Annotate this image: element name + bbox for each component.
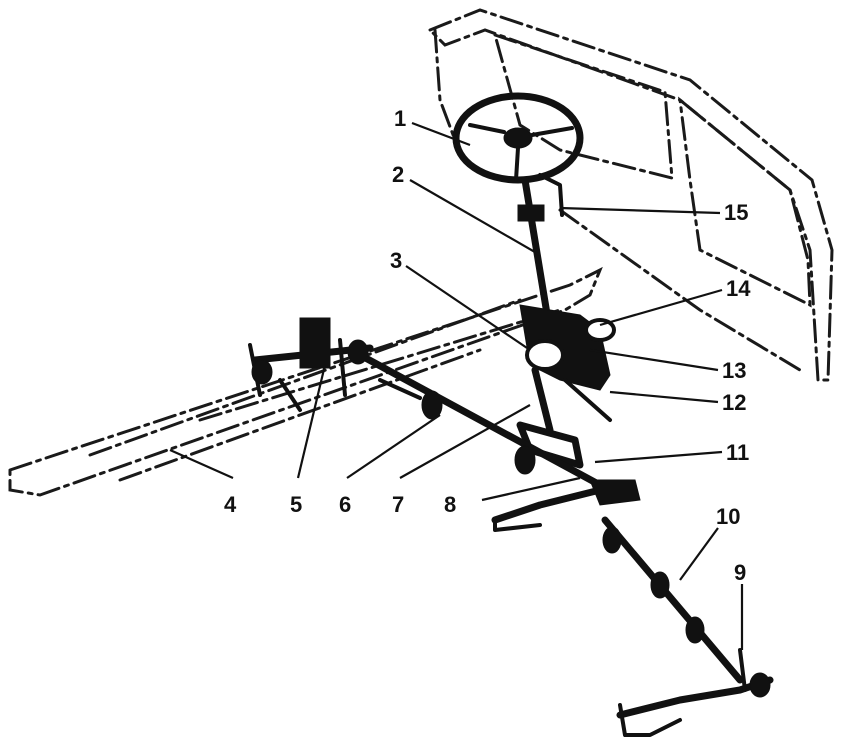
label-6: 6: [339, 492, 351, 517]
left-knuckle: [248, 317, 374, 412]
label-15: 15: [724, 200, 748, 225]
label-10: 10: [716, 504, 740, 529]
callout-labels: 1 2 3 4 5 6 7 8 9 10 11 12 13 14 15: [224, 106, 751, 585]
label-1: 1: [394, 106, 406, 131]
cab-outline: [427, 8, 834, 382]
steering-gearbox: [519, 304, 616, 422]
label-11: 11: [726, 440, 749, 465]
label-2: 2: [392, 162, 404, 187]
label-12: 12: [722, 390, 746, 415]
label-13: 13: [722, 358, 746, 383]
label-7: 7: [392, 492, 404, 517]
label-8: 8: [444, 492, 456, 517]
rear-knuckle-arm: [616, 648, 774, 737]
label-9: 9: [734, 560, 746, 585]
label-4: 4: [224, 492, 237, 517]
steering-wheel: [452, 92, 584, 184]
drag-link: [356, 351, 604, 489]
leader-lines: [169, 121, 744, 650]
steering-column: [517, 173, 564, 324]
frame-rail: [8, 266, 603, 497]
label-14: 14: [726, 276, 751, 301]
rear-drag-link: [601, 516, 744, 684]
label-3: 3: [390, 248, 402, 273]
label-5: 5: [290, 492, 302, 517]
idler-lever: [491, 479, 641, 532]
